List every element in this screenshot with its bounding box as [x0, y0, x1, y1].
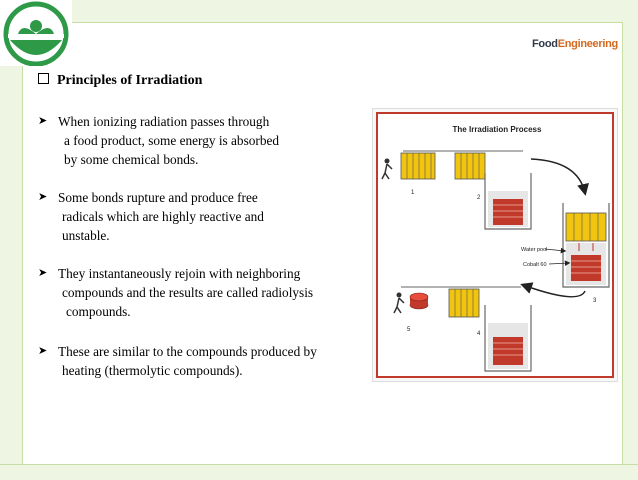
- step-label: 3: [593, 298, 597, 304]
- bullet-line: compounds.: [66, 304, 131, 319]
- step-label: 4: [477, 331, 481, 337]
- unloaded-product: [409, 292, 429, 310]
- top-band: [28, 0, 638, 23]
- process-diagram: The Irradiation Process 1 2: [376, 112, 614, 378]
- crate-group-4: [448, 288, 480, 318]
- tank-bottom: [484, 305, 532, 372]
- slide-heading: Principles of Irradiation: [38, 73, 202, 89]
- irradiation-process-figure: The Irradiation Process 1 2: [372, 108, 618, 382]
- brand-part1: Food: [532, 38, 558, 50]
- crate-group-2: [454, 152, 486, 180]
- right-band: [622, 22, 638, 464]
- tank-top: [484, 173, 532, 230]
- step-label: 5: [407, 327, 411, 333]
- bullet-line: When ionizing radiation passes through: [58, 114, 270, 129]
- brand-part2: Engineering: [557, 38, 619, 50]
- arrow-bullet-icon: ➤: [38, 267, 48, 279]
- worker-icon: [381, 158, 393, 180]
- crate-group-1: [400, 152, 436, 180]
- water-pool-label: Water pool: [521, 247, 547, 253]
- step-label: 2: [477, 195, 481, 201]
- bottom-band: [0, 464, 638, 480]
- left-rail: [0, 60, 23, 479]
- bullet-item: ➤ Some bonds rupture and produce free ra…: [38, 188, 264, 245]
- bullet-item: ➤ These are similar to the compounds pro…: [38, 342, 317, 380]
- heading-text: Principles of Irradiation: [57, 73, 203, 88]
- step-label: 1: [411, 190, 415, 196]
- bullet-line: They instantaneously rejoin with neighbo…: [58, 266, 301, 281]
- bullet-line: compounds and the results are called rad…: [62, 285, 314, 300]
- bullet-line: by some chemical bonds.: [64, 152, 199, 167]
- brand-logo: FoodEngineering: [532, 38, 618, 50]
- bullet-line: These are similar to the compounds produ…: [58, 344, 317, 359]
- radura-icon: [3, 1, 69, 67]
- bullet-line: heating (thermolytic compounds).: [62, 363, 243, 378]
- checkbox-bullet-icon: [38, 73, 49, 84]
- cobalt-label: Cobalt 60: [523, 262, 547, 268]
- bullet-line: a food product, some energy is absorbed: [64, 133, 280, 148]
- tank-right: [562, 203, 610, 288]
- bullet-line: Some bonds rupture and produce free: [58, 190, 258, 205]
- arrow-bullet-icon: ➤: [38, 191, 48, 203]
- figure-title: The Irradiation Process: [453, 125, 542, 134]
- bullet-line: unstable.: [62, 228, 110, 243]
- bullet-item: ➤ When ionizing radiation passes through…: [38, 112, 279, 169]
- worker-icon: [393, 292, 405, 314]
- arrow-bullet-icon: ➤: [38, 345, 48, 357]
- bullet-item: ➤ They instantaneously rejoin with neigh…: [38, 264, 313, 321]
- bullet-line: radicals which are highly reactive and: [62, 209, 264, 224]
- radura-logo: [0, 0, 72, 67]
- arrow-bullet-icon: ➤: [38, 115, 48, 127]
